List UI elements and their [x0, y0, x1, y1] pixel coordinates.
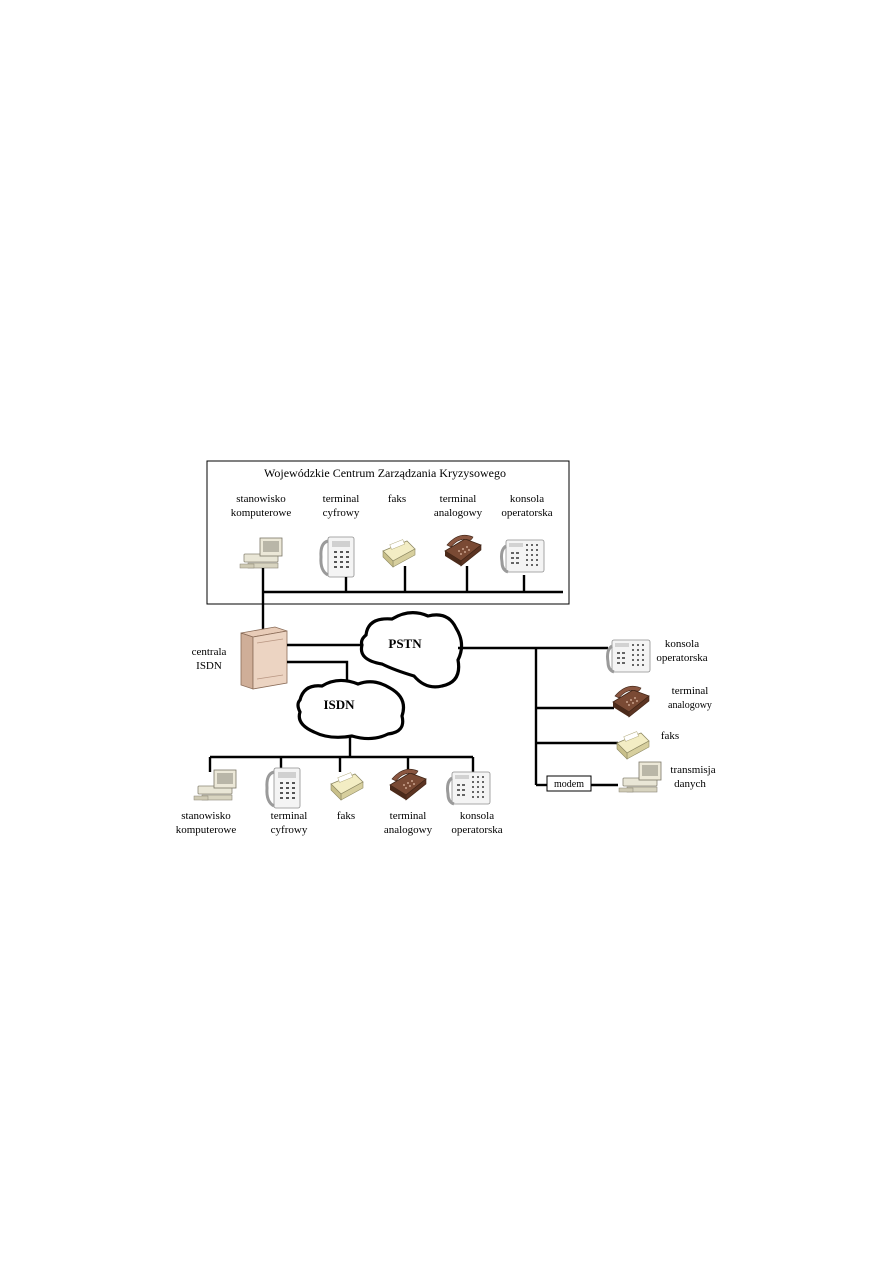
fax-icon: [330, 772, 364, 801]
top-fax-label: faks: [388, 493, 406, 505]
pbx-links: [287, 643, 365, 685]
top-computer-label-1: stanowisko: [236, 493, 286, 505]
console-phone-icon: [446, 770, 492, 806]
bottom-console-label-1: konsola: [460, 810, 494, 822]
top-analog-label-2: analogowy: [434, 507, 483, 519]
top-digital-label-1: terminal: [323, 493, 360, 505]
modem-label: modem: [554, 779, 584, 790]
console-phone-icon: [606, 638, 652, 674]
modem-box: [546, 775, 592, 792]
right-analog-label-2: analogowy: [668, 700, 712, 711]
right-transmission-label-1: transmisja: [670, 764, 715, 776]
bottom-bus: [208, 737, 475, 772]
computer-icon: [618, 761, 662, 793]
center-title: Wojewódzkie Centrum Zarządzania Kryzysow…: [264, 466, 506, 480]
bottom-digital-label-2: cyfrowy: [271, 824, 308, 836]
right-console-label-1: konsola: [665, 638, 699, 650]
analog-phone-icon: [444, 534, 482, 567]
top-analog-label-1: terminal: [440, 493, 477, 505]
digital-phone-icon: [319, 535, 356, 579]
right-transmission-label-2: danych: [674, 778, 706, 790]
isdn-cloud: [296, 678, 406, 741]
top-computer-label-2: komputerowe: [231, 507, 292, 519]
isdn-label: ISDN: [323, 697, 355, 712]
bottom-console-label-2: operatorska: [451, 824, 502, 836]
bottom-fax-label: faks: [337, 810, 355, 822]
right-bus: [458, 646, 618, 787]
bottom-digital-label-1: terminal: [271, 810, 308, 822]
fax-icon: [382, 539, 416, 568]
bottom-computer-label-2: komputerowe: [176, 824, 237, 836]
analog-phone-icon: [389, 768, 427, 801]
computer-icon: [239, 537, 283, 569]
analog-phone-icon: [612, 685, 650, 718]
bottom-computer-label-1: stanowisko: [181, 810, 231, 822]
bottom-analog-label-1: terminal: [390, 810, 427, 822]
pstn-cloud: [359, 611, 464, 689]
right-fax-label: faks: [661, 730, 679, 742]
top-console-label-1: konsola: [510, 493, 544, 505]
pbx-label-2: ISDN: [196, 660, 222, 672]
fax-icon: [616, 731, 650, 760]
pbx-label-1: centrala: [192, 646, 227, 658]
digital-phone-icon: [265, 766, 302, 810]
right-analog-label-1: terminal: [672, 685, 709, 697]
top-bus: [261, 566, 563, 632]
pstn-label: PSTN: [388, 636, 422, 651]
console-phone-icon: [500, 538, 546, 574]
computer-icon: [193, 769, 237, 801]
center-box: [206, 460, 570, 605]
bottom-analog-label-2: analogowy: [384, 824, 433, 836]
top-console-label-2: operatorska: [501, 507, 552, 519]
top-digital-label-2: cyfrowy: [323, 507, 360, 519]
right-console-label-2: operatorska: [656, 652, 707, 664]
pbx-cabinet-icon: [240, 626, 288, 690]
